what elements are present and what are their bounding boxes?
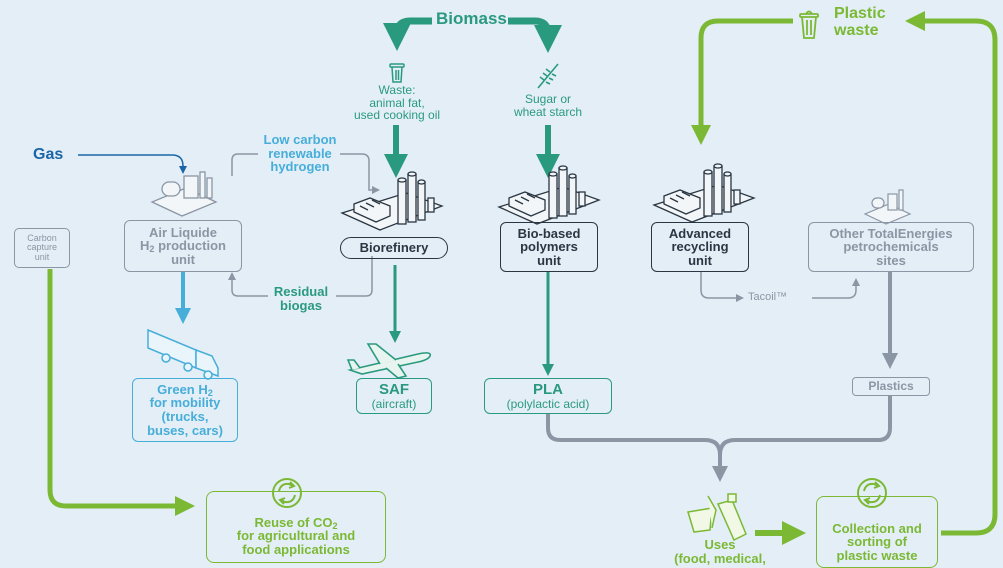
pla-product: PLA (polylactic acid) — [484, 378, 612, 414]
trash-can-icon — [799, 10, 819, 39]
gas-plant-icon — [863, 189, 912, 225]
sugar-feed-label: Sugar or wheat starch — [513, 92, 583, 119]
gas-plant-icon — [150, 171, 218, 217]
waste-feed-label: Waste: animal fat, used cooking oil — [354, 83, 441, 123]
recycle-icon — [272, 478, 302, 508]
truck-icon — [147, 328, 219, 380]
plastic-waste-label: Plastic waste — [834, 5, 886, 39]
plastic-waste-to-recycling-arrow — [691, 18, 793, 145]
plastics-product: Plastics — [852, 377, 930, 396]
petrochemicals-unit: Other TotalEnergies petrochemicals sites — [808, 222, 974, 272]
hydrogen-to-biorefinery-arrow — [231, 153, 258, 176]
carbon-capture-unit: Carbon capture unit — [14, 228, 70, 268]
uses-label: Uses (food, medical, — [674, 537, 766, 566]
bio-based-polymers-unit: Bio-based polymers unit — [500, 222, 598, 272]
tacoil-to-petrochem-arrow — [812, 278, 860, 299]
biomass-to-sugar-arrow — [508, 17, 562, 53]
food-containers-icon — [687, 493, 747, 542]
tacoil-label: Tacoil™ — [748, 291, 788, 303]
reuse-co2-product: Reuse of CO2 for agricultural and food a… — [206, 491, 386, 563]
gas-arrow — [78, 154, 187, 174]
collection-product: Collection and sorting of plastic waste — [816, 496, 938, 568]
biomass-to-waste-arrow — [383, 17, 432, 51]
refinery-icon — [340, 171, 444, 231]
biorefinery-unit: Biorefinery — [340, 237, 448, 259]
low-carbon-hydrogen-label: Low carbon renewable hydrogen — [263, 132, 337, 175]
green-h2-product: Green H2 for mobility (trucks, buses, ca… — [132, 378, 238, 442]
pla-plastics-merge-arrow — [546, 414, 722, 470]
refinery-icon — [652, 163, 756, 223]
recycling-to-tacoil-arrow — [700, 272, 744, 302]
collection-to-plastic-waste-arrow — [905, 11, 998, 536]
trash-can-icon — [389, 63, 405, 83]
saf-product: SAF (aircraft) — [356, 378, 432, 414]
biogas-to-airliquide-arrow — [336, 256, 373, 297]
gas-label: Gas — [33, 146, 64, 163]
wheat-icon — [537, 63, 559, 89]
biomass-label: Biomass — [436, 9, 507, 28]
air-liquide-unit: Air Liquide H2 production unit — [124, 220, 242, 272]
advanced-recycling-unit: Advanced recycling unit — [651, 222, 749, 272]
refinery-icon — [497, 165, 601, 225]
carbon-to-reuse-arrow — [47, 269, 195, 516]
airplane-icon — [346, 343, 432, 379]
residual-biogas-label: Residual biogas — [273, 284, 329, 313]
